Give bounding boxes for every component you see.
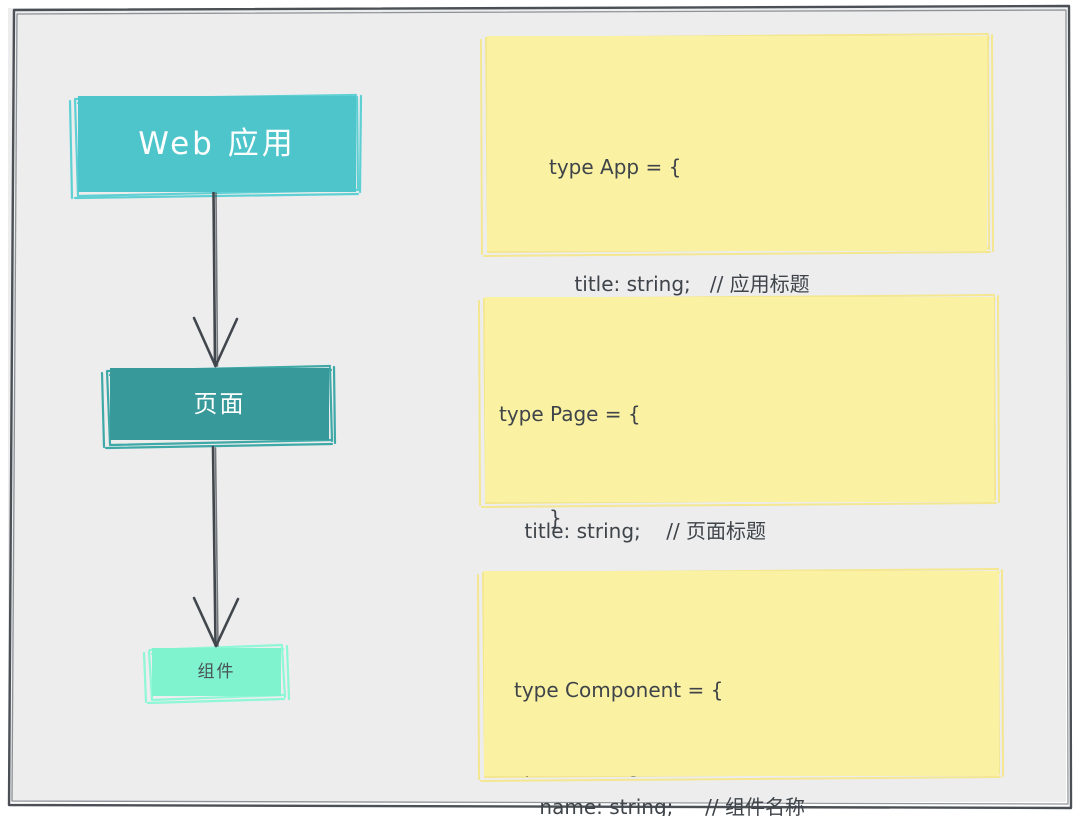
code-block-component-type[interactable]: type Component = { name: string; // 组件名称…	[484, 571, 999, 816]
code-line: type Page = {	[499, 402, 641, 426]
node-component-label: 组件	[197, 661, 236, 682]
node-page-label: 页面	[193, 390, 246, 418]
code-block-page-type[interactable]: type Page = { title: string; // 页面标题 fav…	[485, 297, 994, 777]
node-web-app[interactable]: Web 应用	[78, 96, 356, 192]
node-web-app-label: Web 应用	[138, 125, 296, 162]
code-block-app-type[interactable]: type App = { title: string; // 应用标题 page…	[487, 36, 987, 530]
code-line: }	[549, 506, 562, 530]
node-component[interactable]: 组件	[152, 648, 281, 696]
code-line: title: string; // 页面标题	[499, 519, 767, 543]
code-line: type Component = {	[514, 678, 724, 702]
code-line: name: string; // 组件名称	[514, 795, 806, 816]
code-block-component-type-lines: type Component = { name: string; // 组件名称…	[514, 593, 844, 816]
code-line: title: string; // 应用标题	[549, 272, 810, 296]
code-line: type App = {	[549, 155, 682, 179]
node-page[interactable]: 页面	[110, 368, 329, 440]
